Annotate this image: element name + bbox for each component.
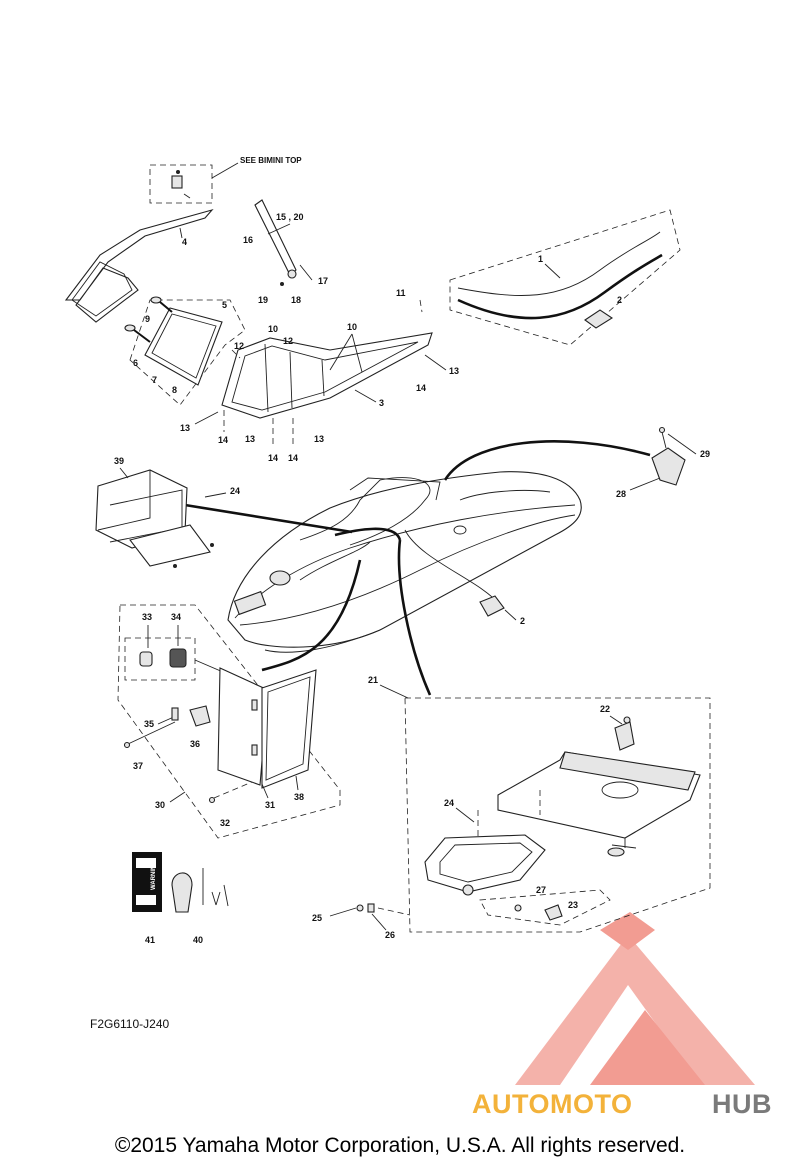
- callout-14-mid-a: 14: [268, 453, 278, 463]
- rail-end-cap-icon: [584, 309, 614, 329]
- windshield-support-rod: [254, 199, 313, 281]
- tool-kit-icon: [171, 868, 229, 913]
- callout-17: 17: [318, 276, 328, 286]
- seat-lid: [497, 751, 701, 857]
- watermark-logo-icon: [515, 912, 755, 1085]
- callout-1: 1: [538, 254, 543, 264]
- see-bimini-top-note: SEE BIMINI TOP: [240, 156, 302, 165]
- bimini-detail-box: [149, 164, 213, 204]
- callout-14-right: 14: [416, 383, 426, 393]
- callout-10-left: 10: [268, 324, 278, 334]
- manual-warning-label: WARNING: [151, 861, 157, 890]
- diagram-code: F2G6110-J240: [90, 1017, 169, 1031]
- watermark-text-hub: HUB: [712, 1089, 772, 1119]
- hinge-23-icon: [514, 904, 563, 921]
- callout-13-mid-b: 13: [314, 434, 324, 444]
- callout-10-right: 10: [347, 322, 357, 332]
- watermark-text-automoto: AUTOMOTO: [472, 1089, 633, 1119]
- rub-rail: [457, 231, 663, 320]
- bimini-hardware-icon: [171, 170, 191, 199]
- callout-8: 8: [172, 385, 177, 395]
- knob-fastener-icon: [139, 625, 187, 668]
- callout-25: 25: [312, 913, 322, 923]
- side-window-glass: [144, 307, 223, 386]
- callout-28: 28: [616, 489, 626, 499]
- callout-13-left: 13: [180, 423, 190, 433]
- callout-12-right: 12: [283, 336, 293, 346]
- callout-32: 32: [220, 818, 230, 828]
- callout-16: 16: [243, 235, 253, 245]
- callout-36: 36: [190, 739, 200, 749]
- latch-22-icon: [614, 716, 635, 751]
- callout-31: 31: [265, 800, 275, 810]
- callout-38: 38: [294, 792, 304, 802]
- callout-14-left: 14: [218, 435, 228, 445]
- leader-arrow-30: [261, 559, 362, 672]
- callout-21: 21: [368, 675, 378, 685]
- callout-27: 27: [536, 885, 546, 895]
- callout-41: 41: [145, 935, 155, 945]
- callout-13-right: 13: [449, 366, 459, 376]
- cleat-bracket-icon: [651, 426, 686, 486]
- callout-35: 35: [144, 719, 154, 729]
- callout-18: 18: [291, 295, 301, 305]
- hatch-group-box: [117, 604, 341, 839]
- leader-arrow-39: [184, 503, 353, 534]
- seat-locker-group-box: [404, 697, 711, 933]
- locker-frame: [424, 834, 546, 896]
- callout-15-20: 15 , 20: [276, 212, 304, 222]
- callout-26: 26: [385, 930, 395, 940]
- callout-12-left: 12: [234, 341, 244, 351]
- callout-24-bottom: 24: [444, 798, 454, 808]
- owners-manual-card: WARNING: [132, 852, 162, 912]
- hatch-door: [217, 667, 317, 789]
- boat-hull: [227, 471, 582, 653]
- side-glass-group-box: [129, 299, 246, 406]
- bolt-25-icon: [356, 903, 375, 913]
- callout-30: 30: [155, 800, 165, 810]
- copyright-notice: ©2015 Yamaha Motor Corporation, U.S.A. A…: [115, 1134, 685, 1157]
- leader-arrow-21: [397, 539, 432, 696]
- callout-5: 5: [222, 300, 227, 310]
- callout-9: 9: [145, 314, 150, 324]
- callout-4: 4: [182, 237, 187, 247]
- callout-33: 33: [142, 612, 152, 622]
- storage-box: [95, 469, 214, 568]
- callout-3: 3: [379, 398, 384, 408]
- windshield-left-frame: [64, 208, 214, 323]
- callout-29: 29: [700, 449, 710, 459]
- callout-19: 19: [258, 295, 268, 305]
- callout-6: 6: [133, 358, 138, 368]
- callout-34: 34: [171, 612, 181, 622]
- callout-37: 37: [133, 761, 143, 771]
- callout-39: 39: [114, 456, 124, 466]
- hinge-bracket-icon: [189, 705, 211, 727]
- callout-2-top: 2: [617, 295, 622, 305]
- front-windshield: [221, 332, 433, 419]
- fender-clip-icon: [479, 595, 505, 617]
- leader-arrow-28: [443, 440, 651, 481]
- rub-rail-group-box: [449, 209, 681, 346]
- callout-7: 7: [152, 375, 157, 385]
- fastener-detail-box: [124, 637, 196, 681]
- callout-11: 11: [396, 288, 406, 298]
- callout-2-bottom: 2: [520, 616, 525, 626]
- callout-13-mid: 13: [245, 434, 255, 444]
- callout-24-top: 24: [230, 486, 240, 496]
- callout-23: 23: [568, 900, 578, 910]
- callout-40: 40: [193, 935, 203, 945]
- callout-14-mid-b: 14: [288, 453, 298, 463]
- callout-22: 22: [600, 704, 610, 714]
- latch-icon: [124, 296, 173, 343]
